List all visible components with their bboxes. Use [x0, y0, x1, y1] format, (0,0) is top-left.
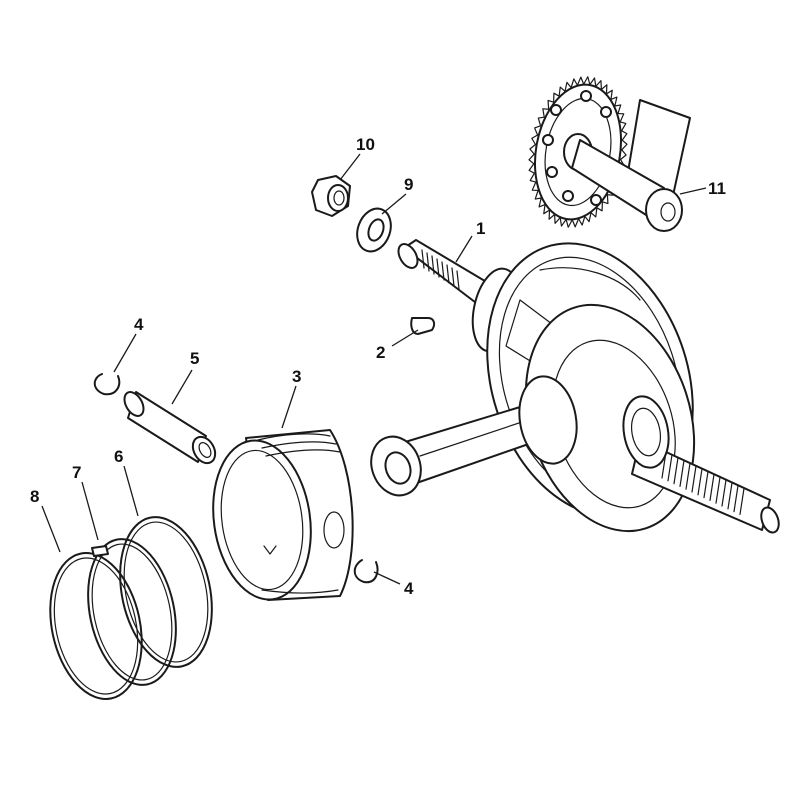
part-9-washer [356, 207, 392, 253]
left-shaft-splines [421, 249, 460, 290]
part-5-piston-pin [123, 391, 217, 465]
leader-lines [41, 153, 707, 585]
callout-5: 5 [190, 349, 199, 368]
part-1-crankshaft [370, 239, 780, 534]
right-shaft-splines [661, 451, 745, 516]
gear-teeth [528, 76, 628, 228]
callout-6: 6 [114, 447, 123, 466]
part-10-nut [311, 175, 351, 217]
part-6-ring [119, 516, 213, 668]
part-7-ring [87, 538, 177, 686]
callout-labels: 1 2 3 4 4 5 6 7 8 9 10 11 [30, 135, 726, 598]
callout-3: 3 [292, 367, 301, 386]
callout-8: 8 [30, 487, 39, 506]
part-4-circlip-lower [353, 559, 379, 584]
part-11-balancer-shaft [528, 76, 691, 232]
part-8-ring [49, 545, 143, 700]
callout-1: 1 [476, 219, 485, 238]
callout-9: 9 [404, 175, 413, 194]
callout-4-lower: 4 [404, 579, 414, 598]
callout-2: 2 [376, 343, 385, 362]
callout-4-upper: 4 [134, 315, 144, 334]
callout-10: 10 [356, 135, 375, 154]
part-3-piston [212, 429, 354, 601]
callout-7: 7 [72, 463, 81, 482]
part-4-circlip-upper [93, 373, 121, 396]
callout-11: 11 [708, 179, 726, 198]
